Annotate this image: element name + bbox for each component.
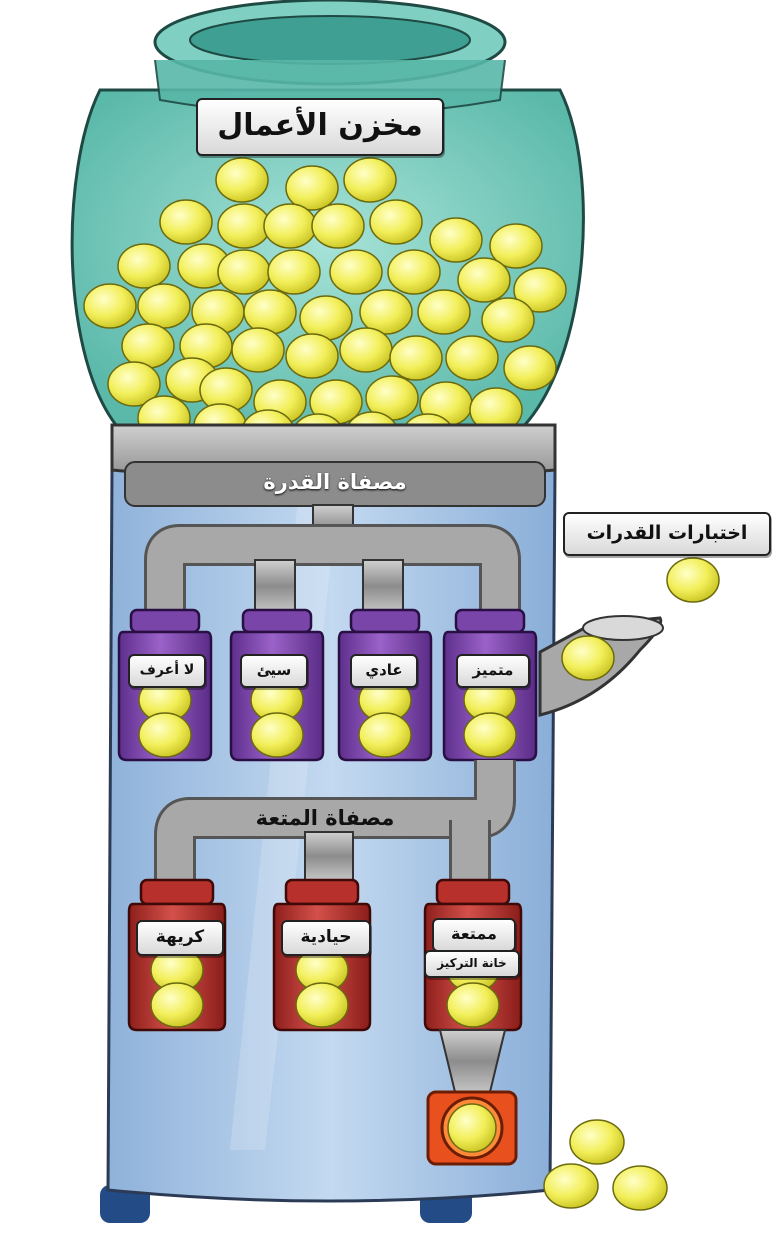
enjoyment-bin-label-fun: ممتعة <box>432 918 516 952</box>
work-ball <box>218 250 270 294</box>
work-ball <box>312 204 364 248</box>
ability-bin-label-bad: سيئ <box>240 654 308 688</box>
chute-ball <box>562 636 614 680</box>
enjoyment-bin-label-neutral: حيادية <box>281 920 371 956</box>
output-ball <box>613 1166 667 1210</box>
sorted-ball <box>464 713 516 757</box>
output-ball <box>544 1164 598 1208</box>
sorted-ball <box>447 983 499 1027</box>
work-ball <box>388 250 440 294</box>
output-ball <box>570 1120 624 1164</box>
work-ball <box>370 200 422 244</box>
sorted-ball <box>296 983 348 1027</box>
work-ball <box>504 346 556 390</box>
work-ball <box>286 166 338 210</box>
ability-bin-label-average: عادي <box>350 654 418 688</box>
ability-bin-label-excellent: متميز <box>456 654 530 688</box>
work-ball <box>330 250 382 294</box>
ability-filter-label: مصفاة القدرة <box>200 470 470 494</box>
ability-bin-label-dont-know: لا أعرف <box>128 654 206 688</box>
enjoyment-bin-label-disliked: كريهة <box>136 920 224 956</box>
work-ball <box>122 324 174 368</box>
work-ball <box>160 200 212 244</box>
ability-tests-label: اختبارات القدرات <box>563 512 771 556</box>
focus-box-label: خانة التركيز <box>424 950 520 978</box>
work-reservoir-label: مخزن الأعمال <box>196 98 444 156</box>
work-ball <box>390 336 442 380</box>
sorted-ball <box>251 713 303 757</box>
work-ball <box>244 290 296 334</box>
enjoyment-filter-label: مصفاة المتعة <box>210 806 440 830</box>
sorted-ball <box>139 713 191 757</box>
work-ball <box>300 296 352 340</box>
work-ball <box>268 250 320 294</box>
ability-test-ball <box>667 558 719 602</box>
work-ball <box>340 328 392 372</box>
work-ball <box>344 158 396 202</box>
work-ball <box>446 336 498 380</box>
work-ball <box>138 284 190 328</box>
work-ball <box>286 334 338 378</box>
work-ball <box>264 204 316 248</box>
work-ball <box>84 284 136 328</box>
work-ball <box>458 258 510 302</box>
sorted-ball <box>151 983 203 1027</box>
work-ball <box>118 244 170 288</box>
work-ball <box>218 204 270 248</box>
sorted-ball <box>359 713 411 757</box>
work-ball <box>482 298 534 342</box>
work-ball <box>430 218 482 262</box>
work-ball <box>216 158 268 202</box>
work-ball <box>418 290 470 334</box>
work-ball <box>232 328 284 372</box>
